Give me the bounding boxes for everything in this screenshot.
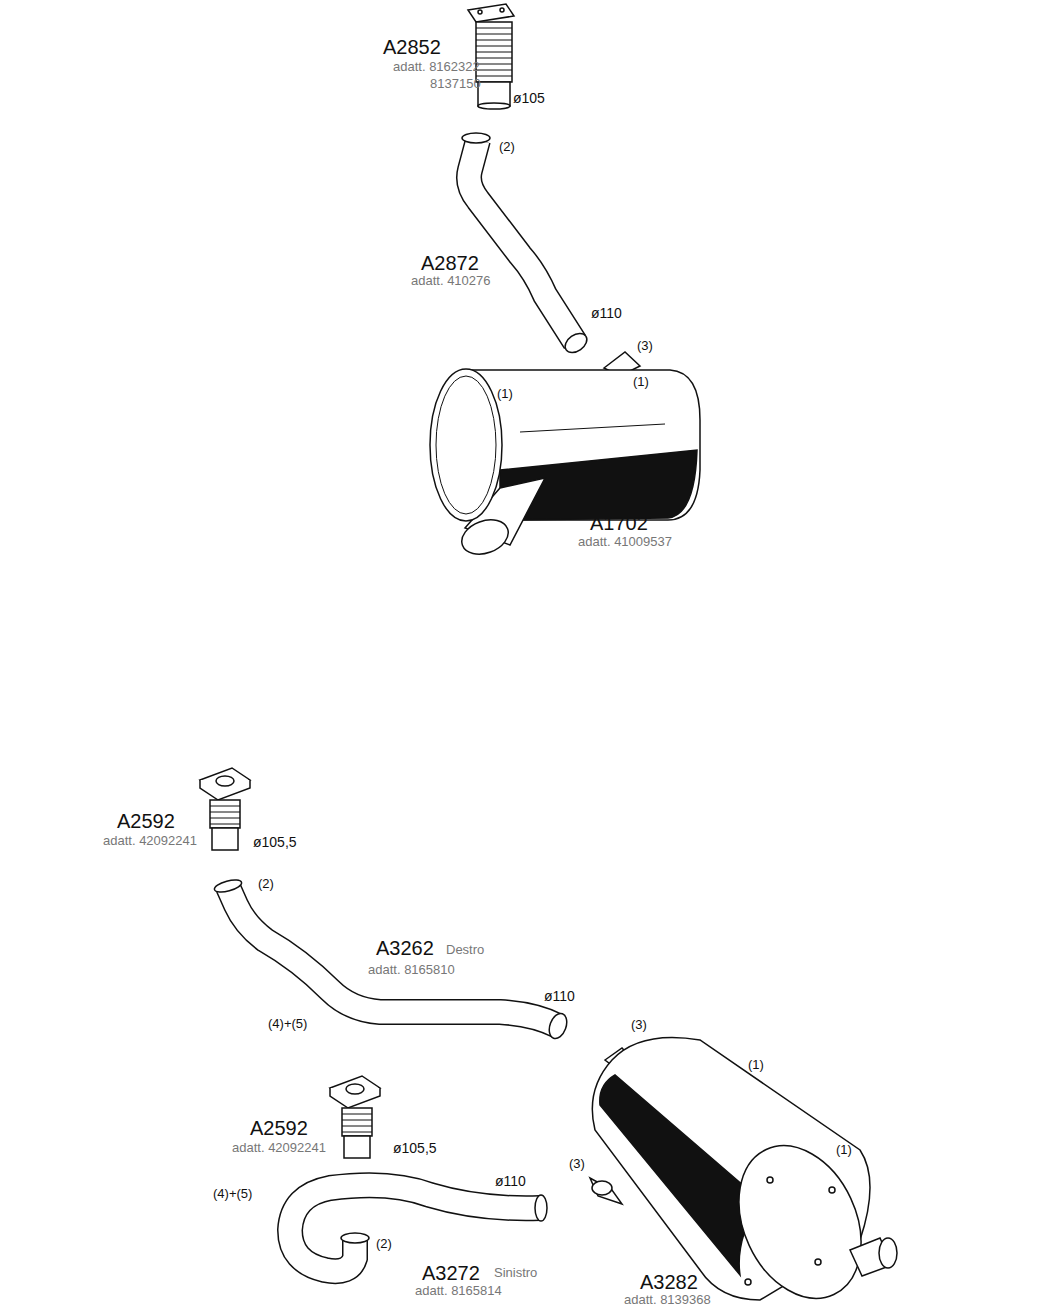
part-number: A3262 [376,937,434,959]
reference-number: adatt. 8165810 [368,963,455,977]
part-number: A2852 [383,36,441,58]
callout-number: (2) [258,877,274,891]
dimension: ø105,5 [253,835,297,850]
dimension: ø105,5 [393,1141,437,1156]
reference-number: adatt. 42092241 [103,834,197,848]
reference-number: adatt. 41009537 [578,535,672,549]
callout-number: (1) [497,387,513,401]
callout-number: (2) [376,1237,392,1251]
side-note: Destro [446,943,484,957]
callout-number: (2) [499,140,515,154]
reference-number: adatt. 8162322 [393,60,480,74]
dimension: ø110 [591,306,622,321]
dimension: ø105 [513,91,545,106]
side-note: Sinistro [494,1266,537,1280]
callout-number: (3) [637,339,653,353]
part-number: A3282 [640,1271,698,1293]
reference-number: adatt. 8165814 [415,1284,502,1298]
reference-number: adatt. 42092241 [232,1141,326,1155]
part-number: A1702 [590,512,648,534]
dimension: ø110 [544,989,575,1004]
part-number: A2592 [250,1117,308,1139]
part-number: A2592 [117,810,175,832]
dimension: ø110 [495,1174,526,1189]
callout-number: (4)+(5) [213,1187,252,1201]
callout-number: (3) [631,1018,647,1032]
reference-number: adatt. 410276 [411,274,491,288]
callout-number: (1) [748,1058,764,1072]
reference-number: 8137150 [430,77,481,91]
callout-number: (3) [569,1157,585,1171]
callout-number: (4)+(5) [268,1017,307,1031]
part-number: A3272 [422,1262,480,1284]
callout-number: (1) [836,1143,852,1157]
reference-number: adatt. 8139368 [624,1293,711,1307]
callout-number: (1) [633,375,649,389]
part-number: A2872 [421,252,479,274]
